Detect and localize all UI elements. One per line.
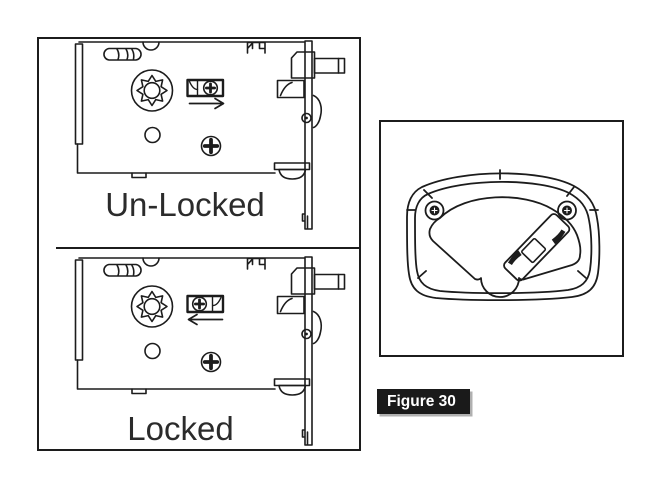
lock-mechanism-unlocked-diagram — [73, 39, 347, 231]
screw-icon — [556, 200, 577, 221]
arrow-left-icon — [187, 313, 224, 326]
panel-unlocked: Un-Locked — [39, 39, 359, 247]
latch-lever — [502, 213, 570, 282]
detail-view-box — [379, 120, 624, 357]
fan-recess — [428, 196, 581, 298]
escutcheon-back-view-diagram — [405, 169, 600, 302]
slide-switch-icon — [186, 294, 225, 314]
escutcheon-outer-outline — [405, 172, 600, 302]
escutcheon-rim-outline — [413, 181, 592, 295]
lock-mechanism-locked-diagram — [73, 255, 347, 447]
unlocked-label: Un-Locked — [105, 186, 265, 223]
lock-states-box: Un-Locked Locked — [37, 37, 361, 451]
locked-label: Locked — [127, 410, 234, 447]
arrow-right-icon — [188, 97, 225, 110]
slide-switch-icon — [186, 78, 225, 98]
panel-locked: Locked — [39, 249, 359, 447]
panel-divider — [56, 247, 359, 249]
screw-icon — [424, 200, 444, 221]
rim-segment-lines — [405, 169, 599, 279]
figure-caption: Figure 30 — [377, 389, 470, 414]
